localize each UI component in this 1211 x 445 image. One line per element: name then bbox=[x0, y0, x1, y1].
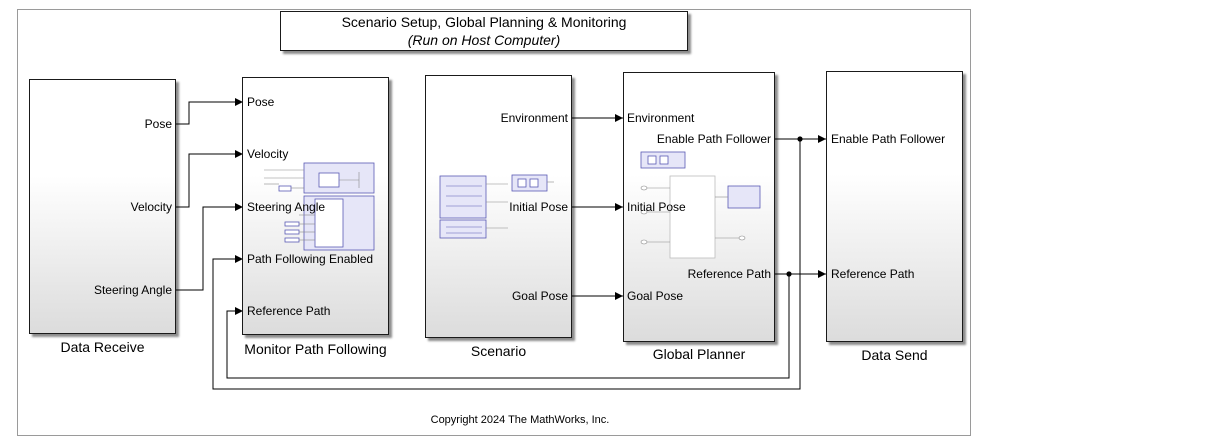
port-out-pose: Pose bbox=[144, 117, 172, 131]
block-label-scenario: Scenario bbox=[470, 343, 527, 359]
copyright-text: Copyright 2024 The MathWorks, Inc. bbox=[430, 414, 610, 426]
block-label-data-send: Data Send bbox=[861, 347, 928, 363]
wire-enable-branch[interactable] bbox=[212, 139, 801, 390]
area-title: Scenario Setup, Global Planning & Monito… bbox=[341, 14, 627, 30]
block-label-data-receive: Data Receive bbox=[60, 339, 145, 355]
port-out-reference-path: Reference Path bbox=[687, 267, 771, 281]
subsystem-thumbnail-icon bbox=[264, 162, 375, 251]
branch-point-reference bbox=[786, 271, 792, 277]
port-in-enable-path-follower: Enable Path Follower bbox=[831, 132, 946, 146]
scenario-thumbnail-icon bbox=[439, 174, 554, 239]
block-label-global-planner: Global Planner bbox=[652, 346, 746, 362]
port-out-initial-pose: Initial Pose bbox=[509, 200, 568, 214]
port-in-steering-angle: Steering Angle bbox=[247, 200, 326, 214]
area-subtitle: (Run on Host Computer) bbox=[407, 32, 561, 48]
port-in-goal-pose: Goal Pose bbox=[627, 289, 684, 303]
port-out-steering-angle: Steering Angle bbox=[93, 283, 172, 297]
block-data-send[interactable] bbox=[826, 71, 963, 342]
block-label-monitor-path-following: Monitor Path Following bbox=[244, 341, 387, 357]
wire-pose[interactable] bbox=[175, 98, 243, 125]
port-in-reference-path: Reference Path bbox=[247, 304, 331, 318]
port-in-initial-pose: Initial Pose bbox=[627, 200, 686, 214]
port-in-pose: Pose bbox=[247, 95, 275, 109]
port-out-velocity: Velocity bbox=[130, 200, 172, 214]
port-in-path-following-enabled: Path Following Enabled bbox=[247, 252, 374, 266]
wire-steering-angle[interactable] bbox=[175, 203, 243, 291]
port-out-environment: Environment bbox=[500, 111, 568, 125]
area-frame bbox=[17, 9, 971, 436]
planner-thumbnail-icon bbox=[640, 151, 761, 259]
branch-point-enable bbox=[797, 136, 803, 142]
block-data-receive[interactable] bbox=[29, 79, 176, 334]
area-title-box: Scenario Setup, Global Planning & Monito… bbox=[280, 11, 688, 51]
port-in-environment: Environment bbox=[627, 111, 695, 125]
port-out-enable-path-follower: Enable Path Follower bbox=[656, 132, 771, 146]
wire-velocity[interactable] bbox=[175, 150, 243, 208]
port-out-goal-pose: Goal Pose bbox=[511, 289, 568, 303]
port-in-velocity: Velocity bbox=[247, 147, 289, 161]
wire-reference-branch[interactable] bbox=[226, 274, 790, 379]
port-in-reference-path-send: Reference Path bbox=[831, 267, 915, 281]
